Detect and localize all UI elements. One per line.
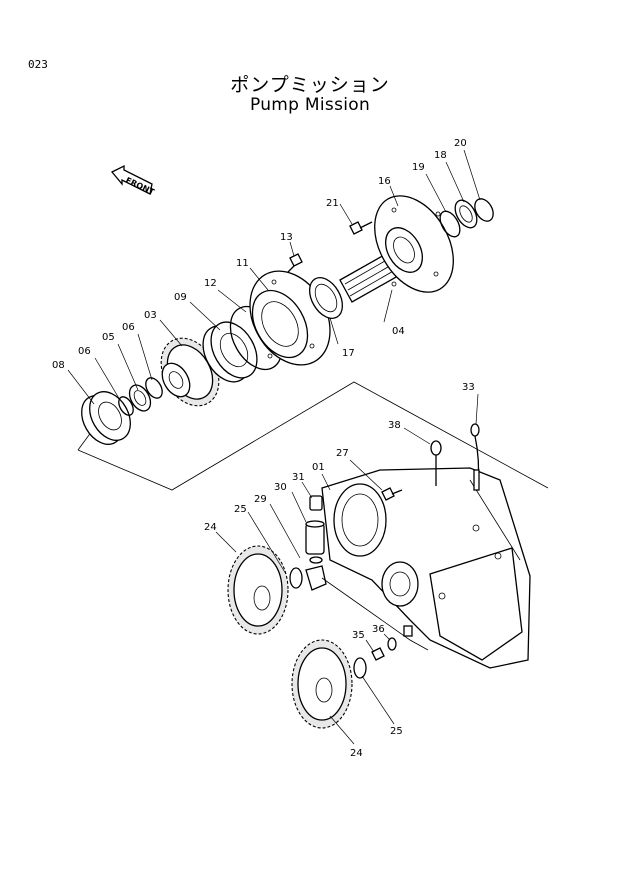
part-16-cover: [374, 195, 454, 293]
label-29: 29: [254, 494, 267, 505]
label-13: 13: [280, 232, 293, 243]
label-30: 30: [274, 482, 287, 493]
part-29-ring: [309, 556, 323, 564]
part-08-bearing: [81, 391, 131, 445]
label-03: 03: [144, 310, 157, 321]
label-25a: 25: [234, 504, 247, 515]
label-33: 33: [462, 382, 475, 393]
part-19-o-ring: [439, 210, 461, 238]
page-number: 023: [28, 58, 48, 71]
part-11-flange-housing: [249, 270, 331, 366]
part-25-snap-ring-upper: [289, 567, 303, 589]
part-06-snap-ring-a: [118, 396, 134, 416]
label-31: 31: [292, 472, 305, 483]
part-01-gear-housing: [321, 467, 531, 669]
assembly-outline-upper: [77, 381, 549, 491]
label-18: 18: [434, 150, 447, 161]
part-labels: 08 06 05 06 03 09 12 11 13 21 16 19 18 2…: [52, 138, 475, 759]
part-06-snap-ring-b: [145, 377, 163, 399]
label-24a: 24: [204, 522, 217, 533]
label-24b: 24: [350, 748, 363, 759]
label-35: 35: [352, 630, 365, 641]
label-11: 11: [236, 258, 249, 269]
label-05: 05: [102, 332, 115, 343]
part-31-plug: [309, 495, 323, 511]
label-19: 19: [412, 162, 425, 173]
label-21: 21: [326, 198, 339, 209]
label-06a: 06: [78, 346, 91, 357]
part-27-bolt: [381, 487, 403, 501]
label-20: 20: [454, 138, 467, 149]
leader-lines: [67, 149, 481, 745]
label-04: 04: [392, 326, 405, 337]
label-16: 16: [378, 176, 391, 187]
label-25b: 25: [390, 726, 403, 737]
label-36: 36: [372, 624, 385, 635]
label-27: 27: [336, 448, 349, 459]
part-20-snap-ring: [474, 198, 494, 222]
part-35-bolt: [371, 647, 385, 661]
part-13-bolt: [287, 253, 303, 273]
diagram-title-japanese: ポンプミッション: [230, 74, 390, 96]
part-18-seal: [454, 199, 478, 229]
label-01: 01: [312, 462, 325, 473]
part-24-gear-upper: [227, 545, 289, 635]
label-17: 17: [342, 348, 355, 359]
part-elbow-fitting: [305, 565, 327, 591]
part-09-bearing: [202, 321, 258, 383]
part-24-gear-lower: [291, 639, 353, 729]
part-38-eye-bolt: [430, 440, 442, 486]
label-38: 38: [388, 420, 401, 431]
part-25-snap-ring-lower: [353, 657, 367, 679]
part-21-bolt: [349, 221, 373, 235]
label-08: 08: [52, 360, 65, 371]
diagram-title-english: Pump Mission: [249, 95, 371, 115]
part-05-collar: [128, 384, 152, 412]
label-06b: 06: [122, 322, 135, 333]
part-36-washer: [387, 637, 397, 651]
part-33-dipstick: [470, 423, 480, 491]
part-bracket: [403, 625, 413, 637]
label-09: 09: [174, 292, 187, 303]
front-direction-arrow: FRONT: [110, 164, 156, 197]
part-17-oil-seal: [308, 277, 344, 319]
label-12: 12: [204, 278, 217, 289]
part-30-filter: [305, 520, 325, 555]
assembly-outline-lower: [321, 577, 429, 651]
